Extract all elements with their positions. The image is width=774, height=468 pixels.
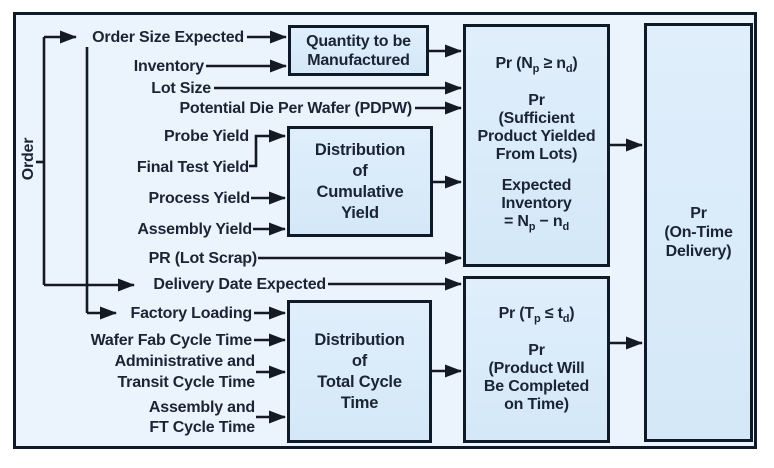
distribution-cumulative-yield-box: Distribution of Cumulative Yield — [287, 126, 433, 237]
supply-formula-sub2: d — [565, 63, 573, 76]
supply-formula: Pr (Np ≥ nd) — [495, 55, 577, 78]
supply-formula-sub1: p — [532, 63, 540, 76]
pr-on-time-delivery-box: Pr (On-Time Delivery) — [644, 23, 753, 442]
supply-formula-mid: ≥ n — [539, 55, 566, 73]
pr-sufficient-product-box: Pr (Np ≥ nd) Pr (Sufficient Product Yiel… — [463, 24, 610, 267]
dist-yield-box-label: Distribution of Cumulative Yield — [314, 140, 406, 222]
time-formula-sub2: d — [562, 313, 570, 326]
label-lot-size: Lot Size — [151, 80, 211, 97]
ontime-box-label: Pr (On-Time Delivery) — [664, 205, 733, 260]
label-pr-lot-scrap: PR (Lot Scrap) — [148, 250, 258, 267]
order-vertical-label: Order — [20, 137, 37, 181]
label-assembly-yield: Assembly Yield — [137, 221, 252, 238]
label-factory-loading: Factory Loading — [130, 305, 253, 322]
label-pdpw: Potential Die Per Wafer (PDPW) — [179, 100, 412, 117]
distribution-total-cycle-time-box: Distribution of Total Cycle Time — [287, 300, 432, 443]
inventory-formula-mid: − n — [535, 212, 563, 230]
label-wafer-fab-cycle-time: Wafer Fab Cycle Time — [90, 332, 253, 349]
supply-body-text: Pr (Sufficient Product Yielded From Lots… — [477, 91, 596, 163]
arrow-probe-final-test-to-dist-yield — [249, 129, 286, 168]
label-inventory: Inventory — [133, 58, 204, 75]
time-formula: Pr (Tp ≤ td) — [499, 305, 575, 328]
label-order-size-expected: Order Size Expected — [92, 29, 244, 46]
dist-cycle-box-label: Distribution of Total Cycle Time — [314, 330, 405, 412]
supply-formula-post: ) — [572, 55, 578, 73]
time-formula-sub1: p — [534, 313, 541, 326]
label-admin-transit-cycle-time: Administrative and Transit Cycle Time — [114, 353, 256, 391]
label-final-test-yield: Final Test Yield — [136, 159, 249, 176]
quantity-box-label: Quantity to be Manufactured — [306, 32, 411, 69]
label-delivery-date-expected: Delivery Date Expected — [153, 276, 326, 293]
time-formula-post: ) — [569, 305, 575, 323]
inventory-formula-sub2: d — [562, 220, 569, 233]
label-process-yield: Process Yield — [148, 190, 251, 207]
expected-inventory-text: Expected Inventory — [501, 176, 572, 212]
quantity-to-be-manufactured-box: Quantity to be Manufactured — [288, 25, 429, 76]
supply-formula-pre: Pr (N — [495, 55, 533, 73]
inventory-formula-pre: = N — [503, 212, 529, 230]
label-probe-yield: Probe Yield — [164, 128, 249, 145]
time-body-text: Pr (Product Will Be Completed on Time) — [483, 341, 590, 413]
label-assembly-ft-cycle-time: Assembly and FT Cycle Time — [148, 399, 255, 436]
time-formula-mid: ≤ t — [540, 305, 563, 323]
time-formula-pre: Pr (T — [498, 305, 535, 323]
expected-inventory-formula: = Np − nd — [501, 213, 571, 236]
inventory-formula-sub1: p — [528, 220, 536, 233]
pr-completed-on-time-box: Pr (Tp ≤ td) Pr (Product Will Be Complet… — [463, 276, 610, 443]
